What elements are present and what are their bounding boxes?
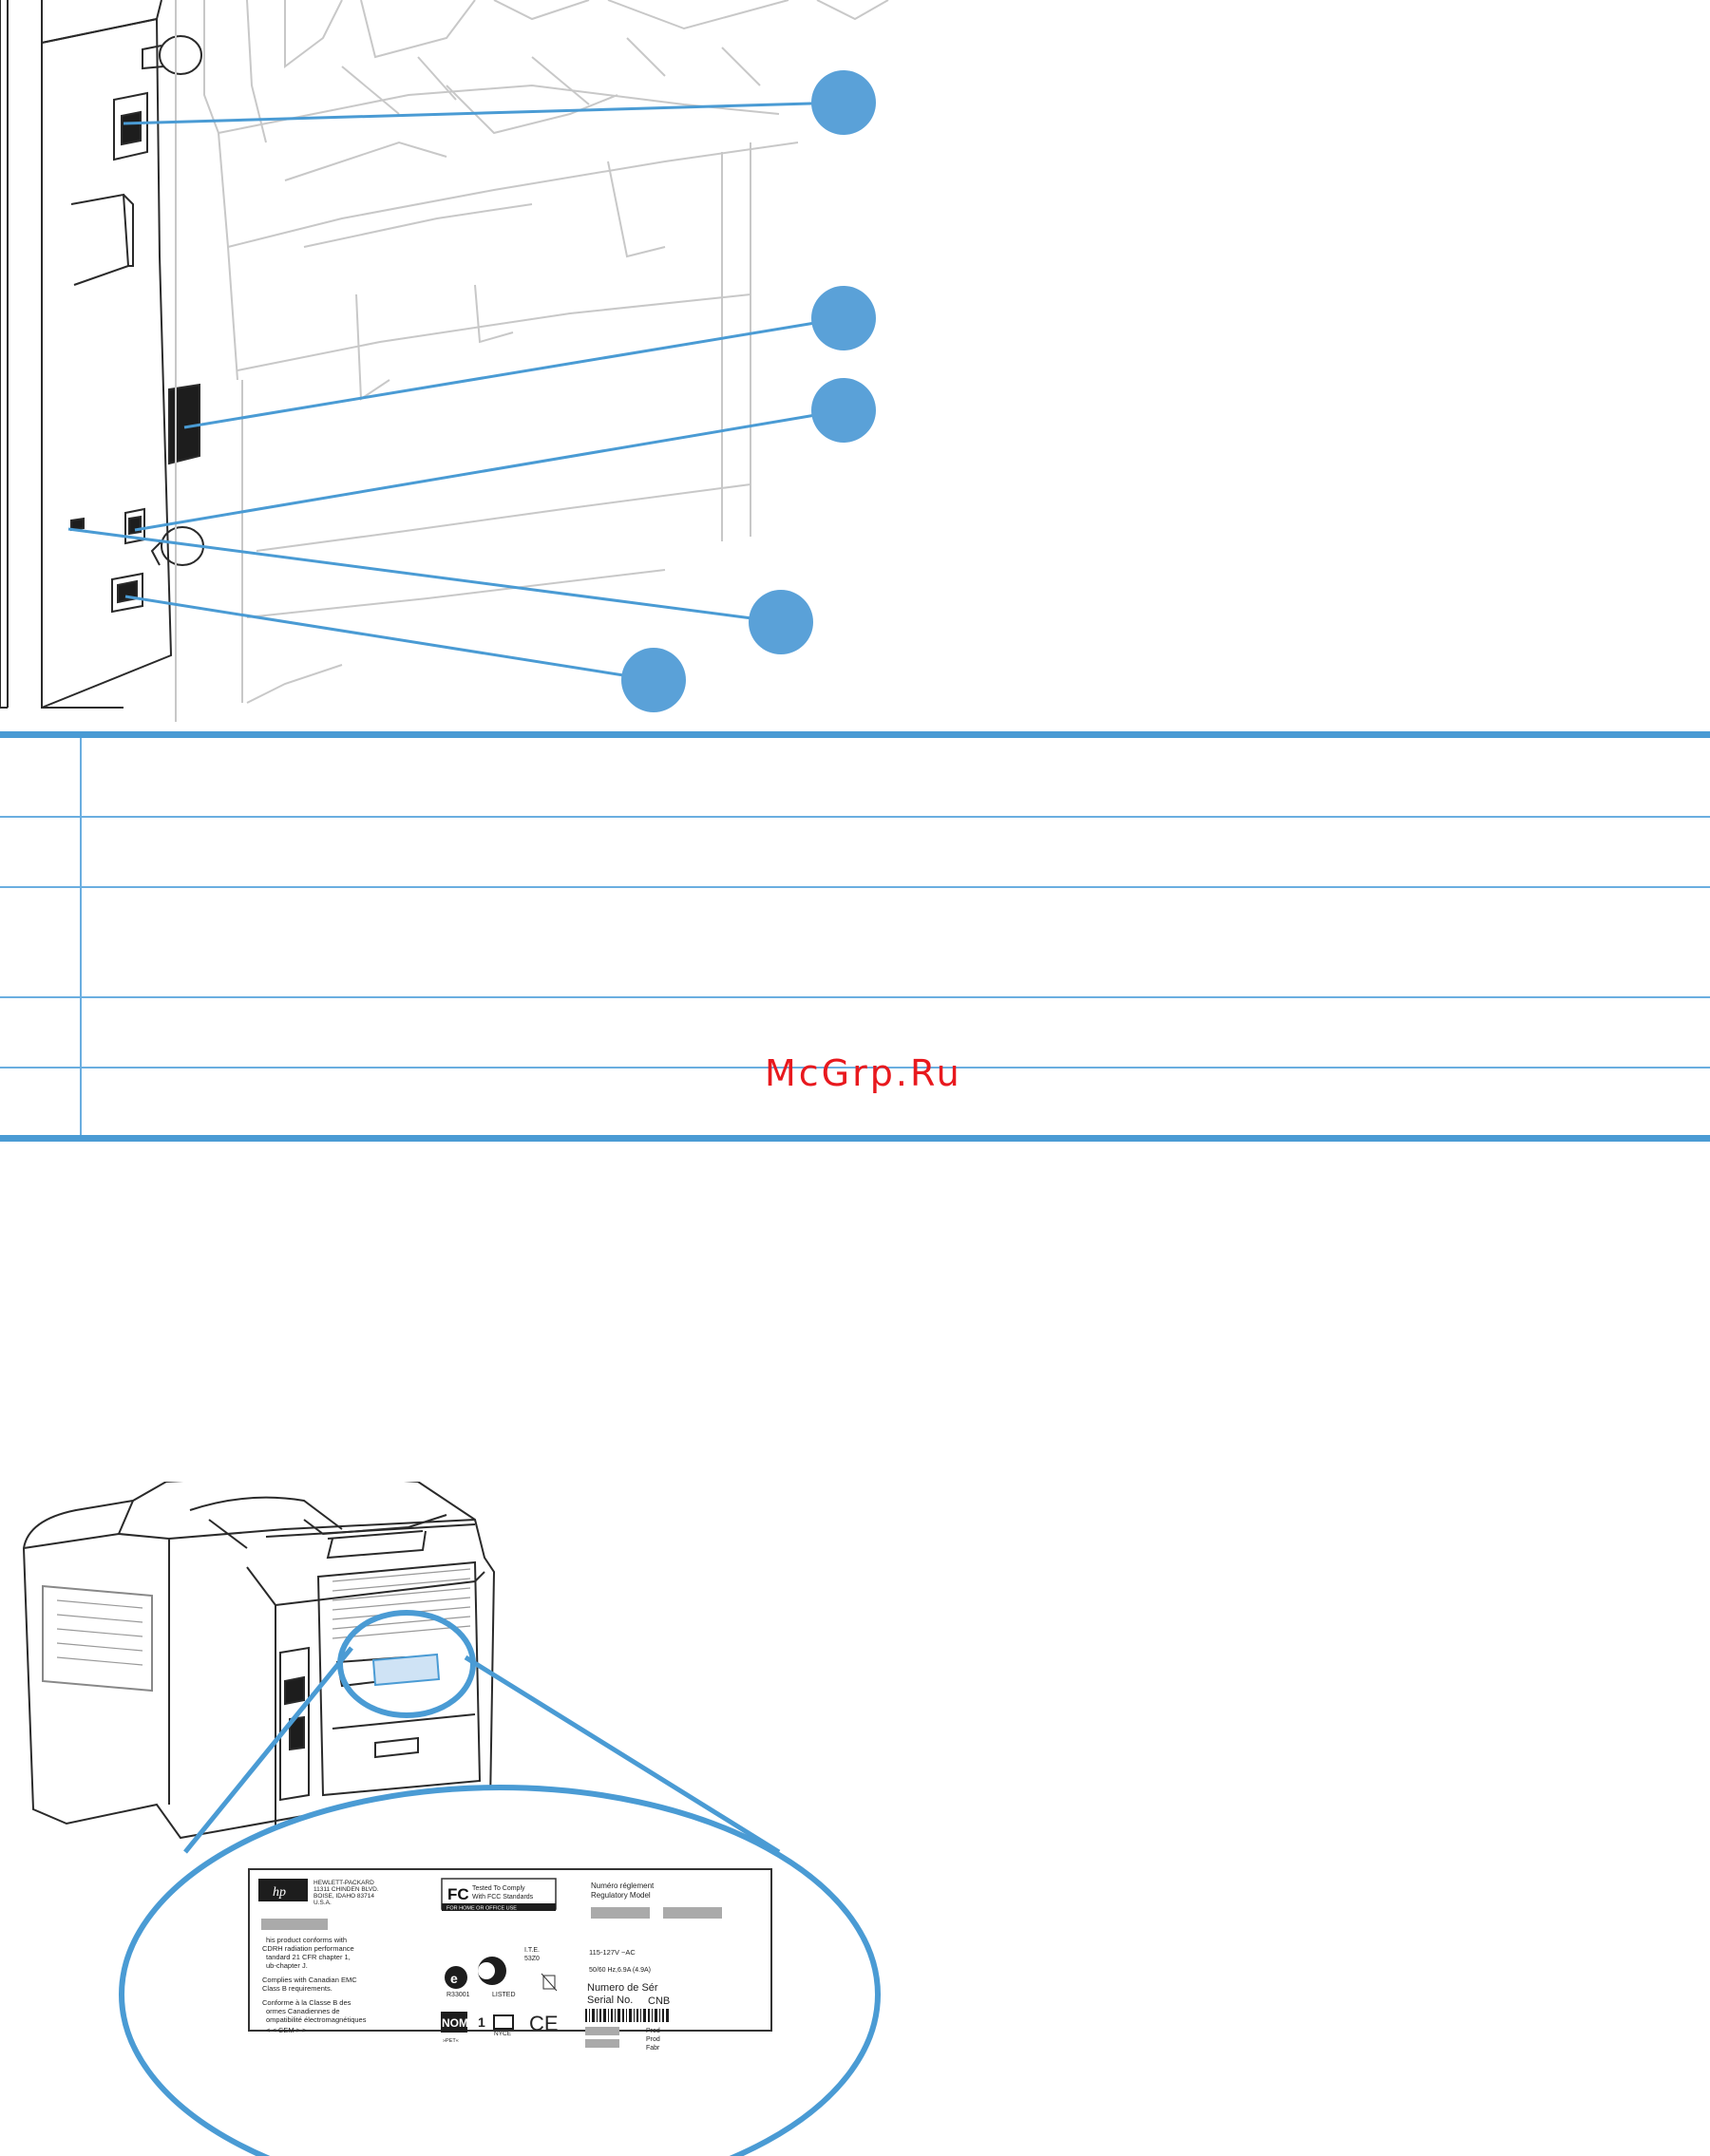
- table-row-rule: [0, 996, 1710, 998]
- printer-rear-panel-drawing: [0, 0, 204, 709]
- canadian-en-line: Complies with Canadian EMC: [262, 1976, 357, 1984]
- cdrh-line: ub-chapter J.: [266, 1961, 308, 1970]
- callout-5: [621, 648, 686, 712]
- table-bottom-rule: [0, 1135, 1710, 1142]
- zoom-connector-lines: [183, 1646, 781, 1855]
- nom-mark: NOM: [442, 2016, 468, 2030]
- prod-label: Fabr: [646, 2045, 660, 2052]
- regulatory-label: hp HEWLETT-PACKARD 11311 CHINDEN BLVD. B…: [248, 1868, 772, 2052]
- serial-en: Serial No.: [587, 1995, 633, 2006]
- pet-mark: »PET«: [443, 2038, 459, 2044]
- ite-line: I.T.E.: [524, 1947, 540, 1954]
- voltage-rating: 115-127V ~AC: [589, 1948, 636, 1957]
- canadian-en-line: Class B requirements.: [262, 1984, 332, 1993]
- table-top-rule: [0, 731, 1710, 738]
- hp-logo-text: hp: [273, 1885, 286, 1900]
- callout-circles: [621, 70, 876, 712]
- fcc-bar-text: FOR HOME OR OFFICE USE: [446, 1906, 517, 1912]
- cdrh-line: CDRH radiation performance: [262, 1944, 354, 1953]
- address-line: HEWLETT-PACKARD: [314, 1880, 374, 1886]
- current-rating: 50/60 Hz,6.9A (4.9A): [589, 1967, 651, 1974]
- table-row: [0, 818, 1710, 886]
- fcc-text-line: Tested To Comply: [472, 1885, 525, 1892]
- canadian-fr-line: ormes Canadiennes de: [266, 2007, 340, 2015]
- regulatory-title-line: Regulatory Model: [591, 1891, 651, 1900]
- prod-label: Prod: [646, 2028, 660, 2034]
- table-row: [0, 888, 1710, 996]
- nyce-mark: NYCE: [494, 2031, 512, 2037]
- regulatory-title-line: Numéro réglement: [591, 1882, 655, 1890]
- address-line: BOISE, IDAHO 83714: [314, 1893, 374, 1900]
- callout-2: [811, 286, 876, 350]
- cdrh-line: his product conforms with: [266, 1936, 347, 1944]
- table-row-rule: [0, 816, 1710, 818]
- printer-label-illustration: hp HEWLETT-PACKARD 11311 CHINDEN BLVD. B…: [22, 1482, 881, 2156]
- canadian-fr-line: Conforme à la Classe B des: [262, 1998, 352, 2007]
- address-line: U.S.A.: [314, 1900, 332, 1906]
- address-line: 11311 CHINDEN BLVD.: [314, 1886, 379, 1893]
- ite-line: 53Z0: [524, 1956, 540, 1962]
- printer-rear-ports-illustration: [0, 0, 889, 722]
- callout-leaders: [67, 101, 845, 682]
- serial-barcode: [585, 2009, 669, 2022]
- table-column-divider: [80, 738, 82, 1142]
- nom-one: 1: [478, 2014, 485, 2030]
- watermark-text: McGrp.Ru: [765, 1052, 962, 1094]
- svg-text:e: e: [450, 1971, 458, 1986]
- table-row-rule: [0, 886, 1710, 888]
- fcc-text-line: With FCC Standards: [472, 1894, 534, 1901]
- callout-1: [811, 70, 876, 135]
- table-row-rule: [0, 1067, 1710, 1069]
- listed-mark: LISTED: [492, 1992, 516, 1998]
- ce-mark: CE: [529, 2012, 559, 2035]
- serial-fr: Numero de Sér: [587, 1982, 658, 1994]
- prod-label: Prod: [646, 2036, 660, 2043]
- callout-description-table: [0, 731, 1710, 1149]
- serial-prefix: CNB: [648, 1995, 670, 2007]
- table-row: [0, 738, 1710, 816]
- canadian-fr-line: ompatibilité électromagnétiques: [266, 2015, 367, 2024]
- cdrh-line: tandard 21 CFR chapter 1,: [266, 1953, 351, 1961]
- cem-mark: < < CEM > >: [266, 2026, 307, 2034]
- callout-3: [811, 378, 876, 443]
- fcc-logo-text: FC: [447, 1885, 469, 1903]
- r-code: R33001: [446, 1992, 470, 1998]
- printer-body-drawing: [22, 1482, 496, 1863]
- callout-4: [749, 590, 813, 654]
